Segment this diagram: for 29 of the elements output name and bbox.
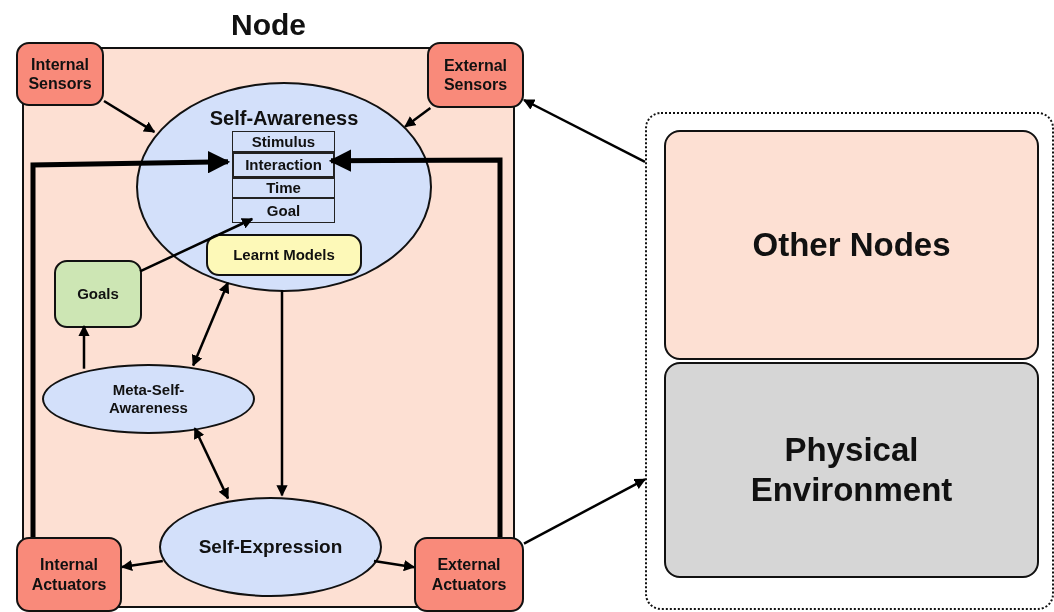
arrow: [120, 559, 163, 572]
arrow: [103, 99, 156, 133]
arrow: [276, 290, 288, 497]
arrow: [191, 281, 230, 367]
model-box: Learnt Models: [206, 234, 362, 276]
node-heading: Node: [230, 7, 307, 43]
goals-box: Goals: [54, 260, 142, 328]
other-nodes-box: Other Nodes: [664, 130, 1039, 360]
sensor-box: Internal Sensors: [16, 42, 104, 106]
arrow: [523, 478, 646, 545]
sensor-box: External Sensors: [427, 42, 524, 108]
arrow: [193, 427, 230, 500]
self-expression-ellipse: Self-Expression: [159, 497, 382, 597]
arrow: [523, 98, 646, 163]
meta-self-awareness-ellipse: Meta-Self-Awareness: [42, 364, 255, 434]
arrow: [373, 559, 416, 572]
environment-group: [645, 112, 1054, 610]
arrow: [30, 150, 231, 537]
table-row: Stimulus: [232, 131, 335, 152]
ellipse-title: Self-Awareness: [209, 106, 359, 130]
arrow: [404, 107, 432, 128]
arrow: [328, 149, 503, 537]
actuator-box: External Actuators: [414, 537, 524, 612]
table-row: Goal: [232, 198, 335, 223]
actuator-box: Internal Actuators: [16, 537, 122, 612]
arrow: [139, 217, 254, 273]
table-row: Time: [232, 178, 335, 198]
table-row: Interaction: [232, 152, 335, 178]
environment-box: Physical Environment: [664, 362, 1039, 578]
